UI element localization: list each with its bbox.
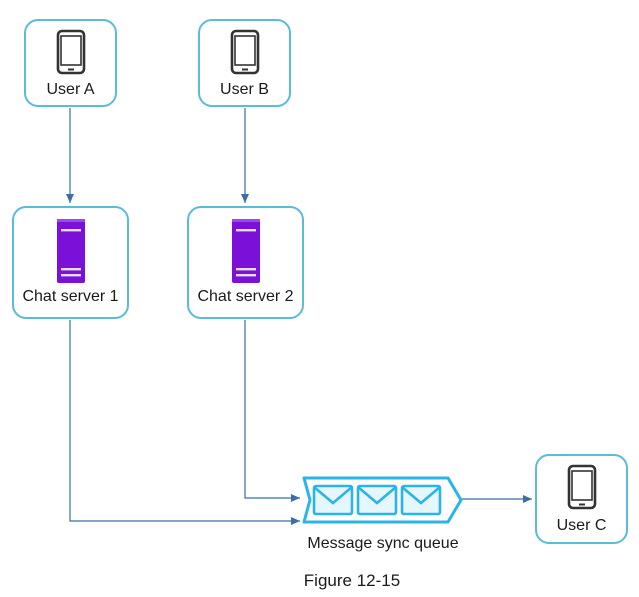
envelope-icon (400, 484, 442, 516)
server-icon (231, 219, 260, 283)
user-a-label: User A (46, 81, 95, 98)
queue-label: Message sync queue (307, 535, 459, 552)
envelope-icon (356, 484, 398, 516)
chat-server-2-node: Chat server 2 (187, 206, 304, 319)
mobile-phone-icon (56, 29, 85, 75)
server-icon (56, 219, 85, 283)
edge-server1-queue (69, 320, 300, 525)
user-a-node: User A (24, 19, 117, 107)
user-b-node: User B (198, 19, 291, 107)
mobile-phone-icon (567, 464, 596, 510)
chat-server-2-label: Chat server 2 (197, 288, 294, 305)
user-c-node: User C (535, 454, 628, 544)
chat-server-1-label: Chat server 1 (22, 288, 119, 305)
envelope-icon (312, 484, 354, 516)
message-queue-icon (302, 476, 463, 524)
edge-server2-queue (244, 320, 300, 502)
user-c-label: User C (556, 517, 607, 534)
chat-server-1-node: Chat server 1 (12, 206, 129, 319)
mobile-phone-icon (230, 29, 259, 75)
user-b-label: User B (220, 81, 269, 98)
figure-caption: Figure 12-15 (303, 571, 401, 590)
